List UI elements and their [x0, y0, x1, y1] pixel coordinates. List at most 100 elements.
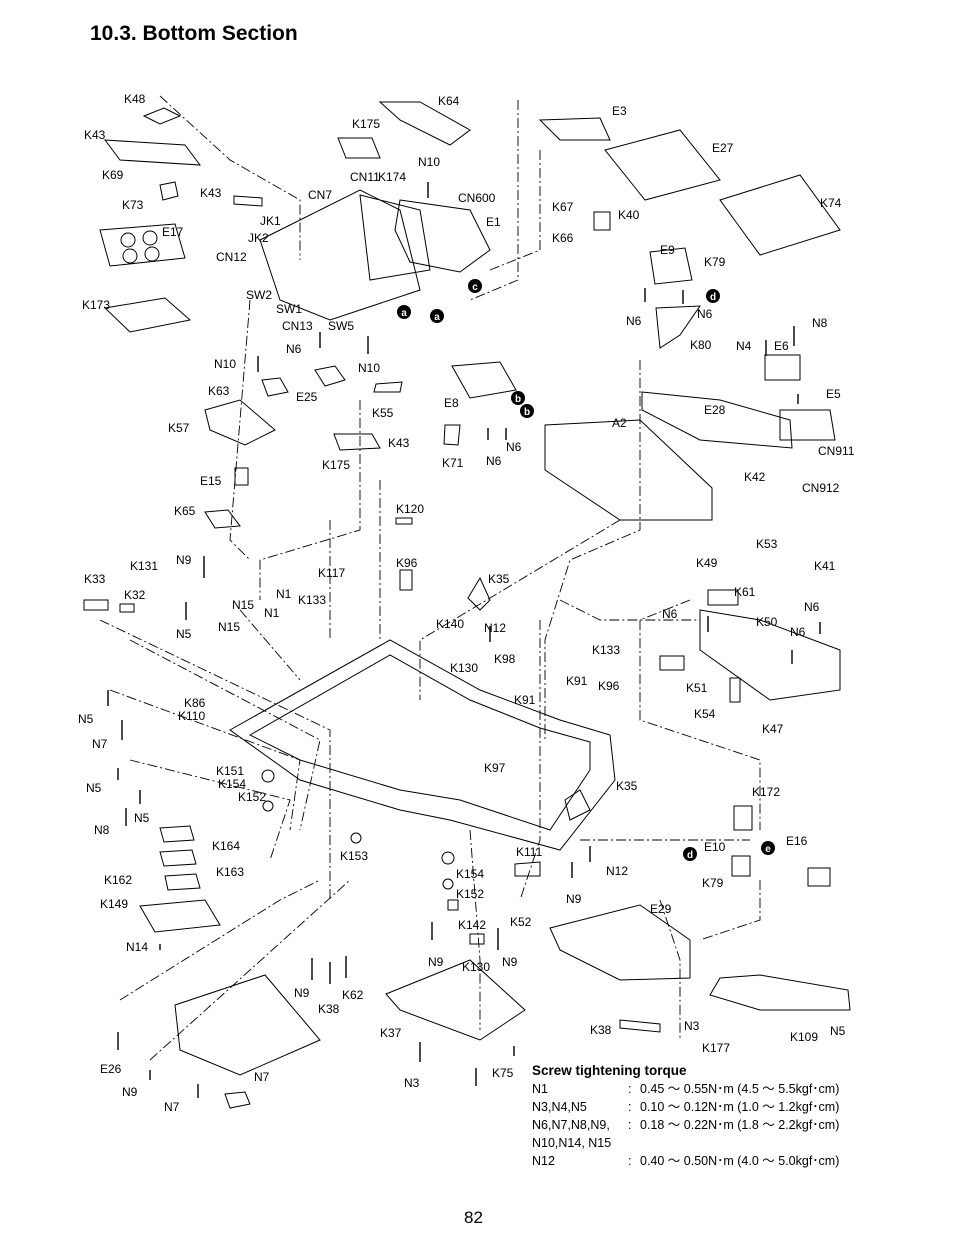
torque-row: N1:0.45 ～ 0.55N･m (4.5 ～ 5.5kgf･cm) — [532, 1082, 840, 1096]
screw-marks — [107, 182, 821, 1098]
part-label: N5 — [86, 781, 102, 795]
part-label: E26 — [100, 1062, 122, 1076]
part-label: JK1 — [260, 214, 281, 228]
part-label: N8 — [94, 823, 110, 837]
part-label: K51 — [686, 681, 708, 695]
part-label: E9 — [660, 243, 675, 257]
part-label: K35 — [616, 779, 638, 793]
part-label: K164 — [212, 839, 240, 853]
part-label: K43 — [84, 128, 106, 142]
part-label: SW5 — [328, 319, 354, 333]
part-label: N9 — [566, 892, 582, 906]
part-label: N12 — [606, 864, 628, 878]
part-label: K53 — [756, 537, 778, 551]
part-label: K75 — [492, 1066, 514, 1080]
part-label: K117 — [318, 566, 345, 580]
part-label: E6 — [774, 339, 789, 353]
part-label: K175 — [322, 458, 350, 472]
part-label: E25 — [296, 390, 318, 404]
part-label: N9 — [122, 1085, 138, 1099]
torque-table: Screw tightening torque N1:0.45 ～ 0.55N･… — [532, 1063, 912, 1170]
part-label: N9 — [176, 553, 192, 567]
part-label: K33 — [84, 572, 106, 586]
part-label: K57 — [168, 421, 190, 435]
part-label: K54 — [694, 707, 716, 721]
part-label: K177 — [702, 1041, 730, 1055]
part-label: K91 — [514, 693, 536, 707]
part-label: K32 — [124, 588, 146, 602]
part-label: K40 — [618, 208, 640, 222]
callout-c: c — [468, 279, 482, 293]
part-label: K49 — [696, 556, 718, 570]
part-label: N6 — [286, 342, 302, 356]
part-label: K74 — [820, 196, 842, 210]
part-label: K47 — [762, 722, 784, 736]
part-label: N3 — [404, 1076, 420, 1090]
part-label: K55 — [372, 406, 394, 420]
part-label: K111 — [516, 845, 543, 859]
part-label: K43 — [388, 436, 410, 450]
part-label: K174 — [378, 170, 406, 184]
part-label: E5 — [826, 387, 841, 401]
part-label: N1 — [276, 587, 292, 601]
callout-e: e — [761, 841, 775, 855]
part-label: K162 — [104, 873, 132, 887]
part-label: K67 — [552, 200, 574, 214]
part-label: N6 — [790, 625, 806, 639]
part-label: N6 — [662, 607, 678, 621]
svg-text:a: a — [401, 308, 407, 319]
part-label: K149 — [100, 897, 128, 911]
part-label: SW1 — [276, 302, 302, 316]
part-label: K66 — [552, 231, 574, 245]
part-label: K79 — [702, 876, 724, 890]
part-label: N12 — [484, 621, 506, 635]
part-label: K163 — [216, 865, 244, 879]
part-label: K133 — [298, 593, 326, 607]
part-label: E15 — [200, 474, 222, 488]
part-label: K69 — [102, 168, 124, 182]
callout-b-2: b — [520, 404, 534, 418]
part-label: K154 — [218, 777, 246, 791]
part-label: K80 — [690, 338, 712, 352]
svg-text:d: d — [687, 850, 693, 861]
part-label: N5 — [134, 811, 150, 825]
torque-row: N12:0.40 ～ 0.50N･m (4.0 ～ 5.0kgf･cm) — [532, 1154, 840, 1168]
part-label: K48 — [124, 92, 146, 106]
callout-letters: a a b b c d d e — [397, 279, 775, 861]
part-label: K97 — [484, 761, 506, 775]
part-label: N9 — [294, 986, 310, 1000]
torque-row: N3,N4,N5:0.10 ～ 0.12N･m (1.0 ～ 1.2kgf･cm… — [532, 1100, 840, 1114]
part-label: N1 — [264, 606, 280, 620]
part-label: CN912 — [802, 481, 840, 495]
part-label: K50 — [756, 615, 778, 629]
torque-heading: Screw tightening torque — [532, 1063, 687, 1078]
part-label: N6 — [804, 600, 820, 614]
part-label: CN12 — [216, 250, 247, 264]
part-label: K152 — [456, 887, 484, 901]
part-label: N6 — [626, 314, 642, 328]
part-label: K71 — [442, 456, 464, 470]
part-label: K86 — [184, 696, 206, 710]
part-label: CN7 — [308, 188, 332, 202]
part-label: K173 — [82, 298, 110, 312]
part-label: K43 — [200, 186, 222, 200]
part-label: K65 — [174, 504, 196, 518]
part-labels: K48 K43 K69 K73 K43 E17 K173 K175 K64 E3… — [78, 92, 855, 1114]
part-label: N9 — [428, 955, 444, 969]
part-label: N10 — [358, 361, 380, 375]
part-label: K96 — [396, 556, 418, 570]
part-label: K98 — [494, 652, 516, 666]
leader-guides — [99, 95, 761, 1061]
part-label: N14 — [126, 940, 148, 954]
part-label: E8 — [444, 396, 459, 410]
part-label: K133 — [592, 643, 620, 657]
part-label: K73 — [122, 198, 144, 212]
part-label: K175 — [352, 117, 380, 131]
svg-text:d: d — [710, 292, 716, 303]
part-label: N5 — [176, 627, 192, 641]
part-label: CN600 — [458, 191, 496, 205]
part-label: N7 — [254, 1070, 270, 1084]
part-label: K131 — [130, 559, 158, 573]
part-label: N3 — [684, 1019, 700, 1033]
